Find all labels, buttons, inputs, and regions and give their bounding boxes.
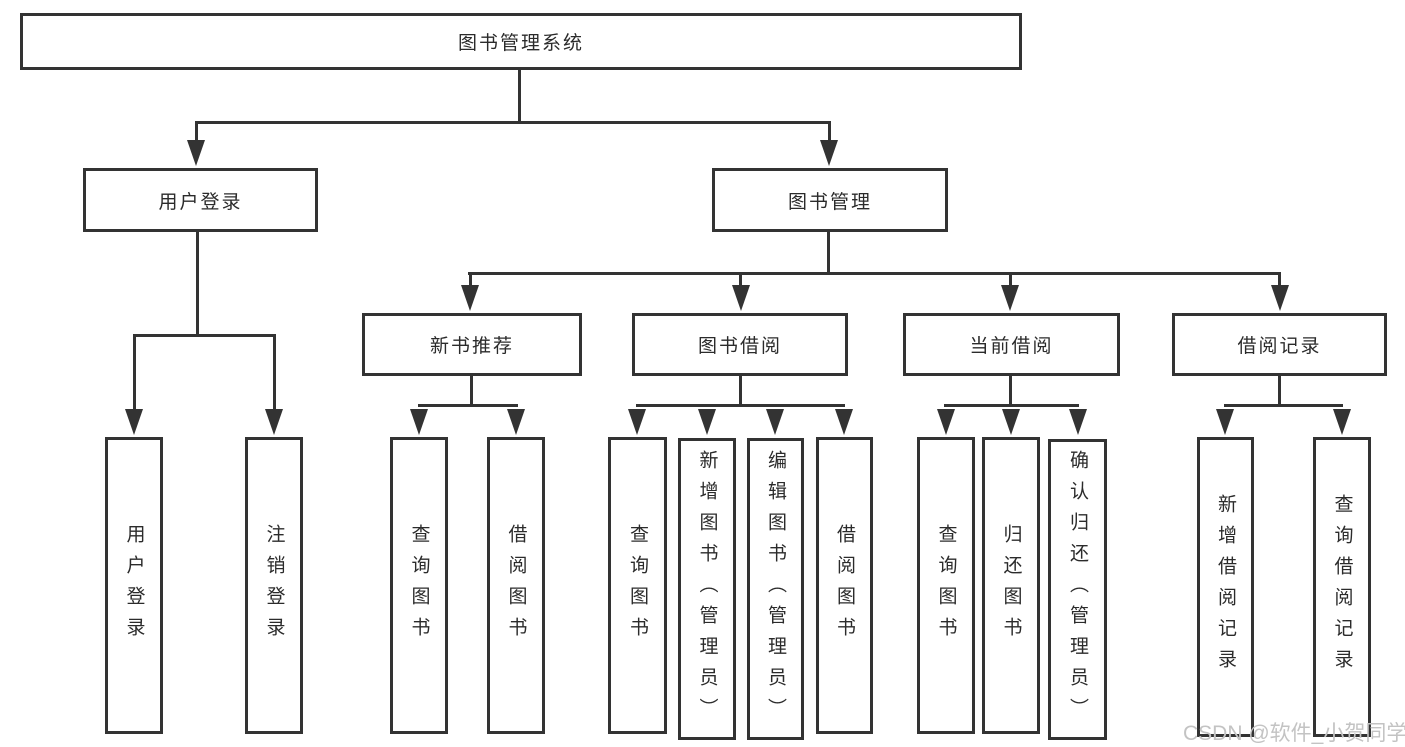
connector-mid3-drop [1009,272,1012,288]
connector-mgmt-stub [827,232,830,275]
connector-mid1-drop [469,272,472,288]
leaf-borrow-books-borrow: 借阅图书 [816,437,873,734]
connector-mid2-drop [739,272,742,288]
node-new-book-recommend-label: 新书推荐 [429,336,514,357]
arrowhead-down-icon [461,285,479,311]
leaf-query-borrow-record: 查询借阅记录 [1313,437,1371,737]
node-new-book-recommend: 新书推荐 [362,313,582,376]
node-root: 图书管理系统 [20,13,1022,70]
leaf-edit-book-admin: 编辑图书（管理员） [747,438,804,740]
node-current-borrow: 当前借阅 [903,313,1120,376]
node-book-borrow: 图书借阅 [632,313,848,376]
arrowhead-down-icon [1002,409,1020,435]
arrowhead-down-icon [835,409,853,435]
csdn-watermark: CSDN @软件_小贺同学 [1183,722,1405,745]
leaf-user-login-label: 用户登录 [123,523,145,648]
node-user-login-label: 用户登录 [158,191,243,213]
leaf-add-book-admin: 新增图书（管理员） [678,438,736,740]
leaf-query-books-current: 查询图书 [917,437,975,734]
connector-level3-rail [468,272,1281,275]
leaf-user-login: 用户登录 [105,437,163,734]
node-book-management-label: 图书管理 [787,191,872,213]
arrowhead-down-icon [187,140,205,166]
connector-login-leaf1-drop [133,334,136,410]
connector-mid2-stub [739,376,742,407]
leaf-add-borrow-record: 新增借阅记录 [1197,437,1254,737]
arrowhead-down-icon [410,409,428,435]
connector-mid3-stub [1009,376,1012,407]
connector-mid4-stub [1278,376,1281,407]
leaf-query-books-borrow-label: 查询图书 [627,523,648,648]
arrowhead-down-icon [732,285,750,311]
leaf-borrow-books-recommend: 借阅图书 [487,437,545,734]
node-book-borrow-label: 图书借阅 [697,336,782,357]
arrowhead-down-icon [766,409,784,435]
arrowhead-down-icon [1271,285,1289,311]
connector-level2-rail [196,121,831,124]
leaf-return-book-label: 归还图书 [1000,523,1022,648]
node-current-borrow-label: 当前借阅 [969,336,1054,357]
arrowhead-down-icon [265,409,283,435]
arrowhead-down-icon [1001,285,1019,311]
leaf-query-books-recommend-label: 查询图书 [408,523,430,648]
connector-login-stub [196,232,199,336]
connector-mid1-stub [470,376,473,407]
arrowhead-down-icon [1216,409,1234,435]
leaf-return-book: 归还图书 [982,437,1040,734]
leaf-query-borrow-record-label: 查询借阅记录 [1331,494,1353,680]
connector-mid3-rail [944,404,1079,407]
arrowhead-down-icon [937,409,955,435]
arrowhead-down-icon [820,140,838,166]
connector-mid1-rail [418,404,518,407]
leaf-add-book-admin-label: 新增图书（管理员） [696,449,718,729]
connector-login-rail [133,334,276,337]
node-book-management: 图书管理 [712,168,948,232]
leaf-borrow-books-borrow-label: 借阅图书 [834,523,855,648]
leaf-logout-label: 注销登录 [263,523,285,648]
arrowhead-down-icon [125,409,143,435]
leaf-confirm-return-admin: 确认归还（管理员） [1048,439,1107,740]
leaf-borrow-books-recommend-label: 借阅图书 [505,523,527,648]
connector-login-leaf2-drop [273,334,276,410]
arrowhead-down-icon [1333,409,1351,435]
node-user-login: 用户登录 [83,168,318,232]
connector-mid4-drop [1278,272,1281,288]
leaf-query-books-borrow: 查询图书 [608,437,667,734]
leaf-query-books-current-label: 查询图书 [935,523,957,648]
leaf-edit-book-admin-label: 编辑图书（管理员） [765,449,786,729]
connector-root-stub [518,70,521,123]
leaf-add-borrow-record-label: 新增借阅记录 [1215,494,1236,680]
connector-mid4-rail [1224,404,1343,407]
node-borrow-records: 借阅记录 [1172,313,1387,376]
leaf-query-books-recommend: 查询图书 [390,437,448,734]
leaf-logout: 注销登录 [245,437,303,734]
arrowhead-down-icon [507,409,525,435]
node-borrow-records-label: 借阅记录 [1237,336,1322,357]
node-root-label: 图书管理系统 [457,33,584,54]
connector-login-drop [195,121,198,142]
connector-mid2-rail [636,404,845,407]
connector-mgmt-drop [828,121,831,142]
arrowhead-down-icon [1069,409,1087,435]
arrowhead-down-icon [698,409,716,435]
arrowhead-down-icon [628,409,646,435]
leaf-confirm-return-admin-label: 确认归还（管理员） [1067,450,1088,729]
